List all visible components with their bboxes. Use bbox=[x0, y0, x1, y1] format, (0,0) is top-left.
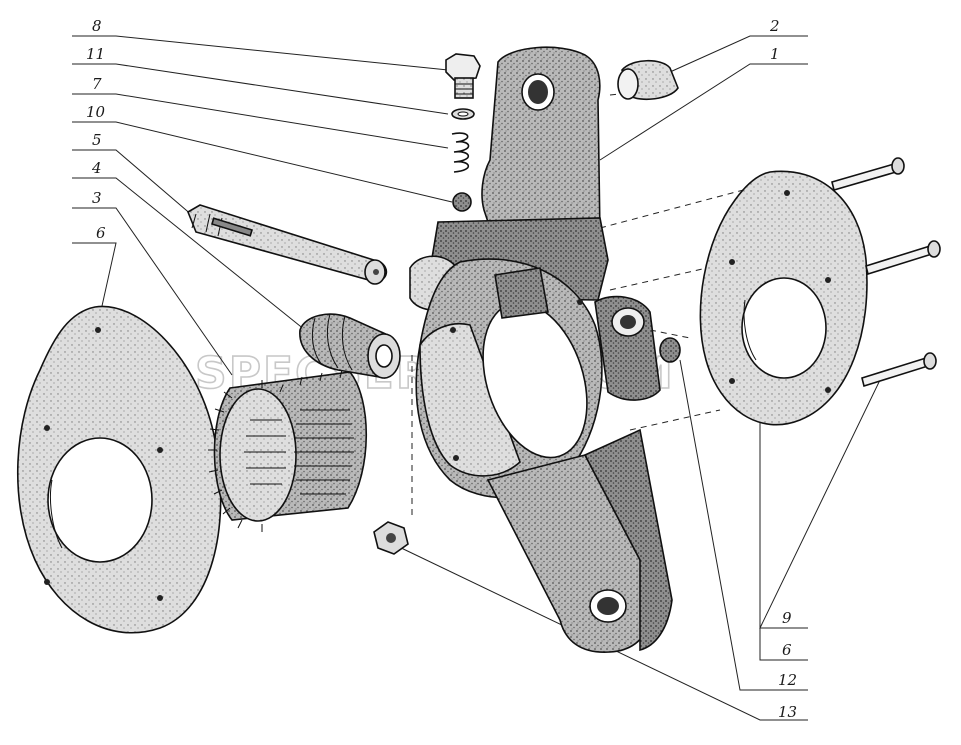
cover-screws bbox=[831, 157, 941, 388]
callout-9: 9 bbox=[782, 609, 792, 627]
worm-gear bbox=[208, 369, 368, 532]
worm-shaft bbox=[187, 204, 388, 285]
grease-fitting bbox=[373, 521, 409, 555]
callout-12: 12 bbox=[778, 671, 797, 689]
callout-6-right: 6 bbox=[782, 641, 792, 659]
callout-2: 2 bbox=[769, 17, 780, 35]
callout-5: 5 bbox=[92, 131, 102, 149]
leader-lines bbox=[72, 35, 881, 721]
cover-plate-left bbox=[16, 305, 222, 634]
cover-screw-1 bbox=[831, 157, 905, 191]
callout-7: 7 bbox=[92, 75, 102, 93]
callout-6-left: 6 bbox=[96, 224, 106, 242]
cover-screw-2 bbox=[865, 240, 941, 276]
spring-washer bbox=[451, 108, 475, 120]
adjusting-lever-body bbox=[409, 46, 673, 653]
worm bbox=[299, 313, 401, 379]
callout-3: 3 bbox=[92, 189, 102, 207]
plug bbox=[659, 337, 681, 363]
callout-13: 13 bbox=[778, 703, 797, 721]
callout-1: 1 bbox=[770, 45, 780, 63]
cover-screw-3 bbox=[861, 352, 937, 388]
callout-4: 4 bbox=[91, 159, 102, 177]
bushing bbox=[617, 59, 679, 101]
cover-plate-right bbox=[699, 170, 868, 426]
callout-labels: 8 11 7 10 5 4 3 6 2 1 9 6 12 13 bbox=[86, 17, 797, 721]
lock-ball bbox=[452, 192, 472, 212]
callout-10: 10 bbox=[86, 103, 106, 121]
callout-11: 11 bbox=[86, 45, 105, 63]
callout-8: 8 bbox=[92, 17, 102, 35]
set-bolt bbox=[445, 53, 481, 99]
lock-spring bbox=[451, 132, 470, 173]
